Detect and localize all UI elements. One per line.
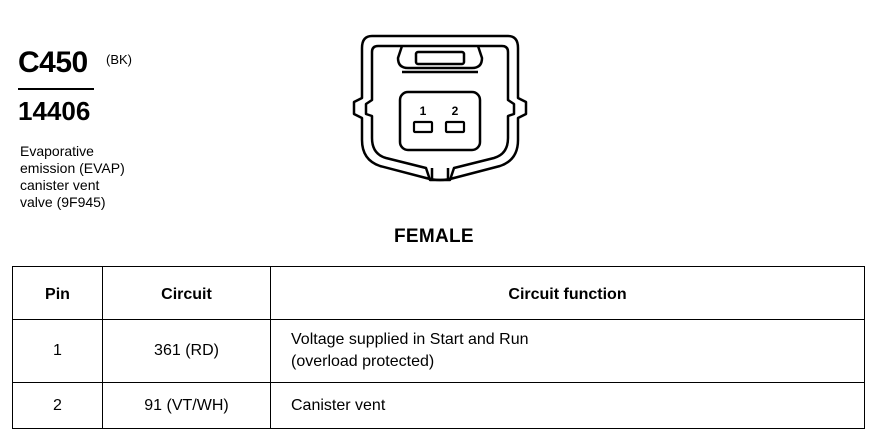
pin-cell: 2 bbox=[12, 382, 103, 429]
description-line: Evaporative bbox=[20, 143, 94, 159]
pin-1-window bbox=[412, 120, 434, 134]
header-pin: Pin bbox=[12, 266, 103, 320]
connector-id: C450 bbox=[18, 46, 88, 79]
table-header-row: Pin Circuit Circuit function bbox=[12, 266, 865, 320]
part-number: 14406 bbox=[18, 96, 91, 126]
component-description: Evaporative emission (EVAP) canister ven… bbox=[20, 143, 170, 211]
circuit-cell: 91 (VT/WH) bbox=[102, 382, 271, 429]
pin-table: Pin Circuit Circuit function 1 361 (RD) … bbox=[12, 266, 865, 429]
function-line: Canister vent bbox=[291, 396, 386, 414]
function-cell: Voltage supplied in Start and Run (overl… bbox=[270, 319, 865, 383]
pin-cell: 1 bbox=[12, 319, 103, 383]
description-line: emission (EVAP) bbox=[20, 160, 125, 176]
description-line: valve (9F945) bbox=[20, 194, 106, 210]
connector-gender-label: FEMALE bbox=[394, 226, 474, 247]
header-circuit: Circuit bbox=[102, 266, 271, 320]
circuit-cell: 361 (RD) bbox=[102, 319, 271, 383]
connector-housing-inner bbox=[364, 44, 516, 182]
polarizing-key bbox=[430, 168, 450, 180]
connector-face-drawing: 1 2 bbox=[352, 34, 528, 182]
function-line: (overload protected) bbox=[291, 353, 435, 370]
header-circuit-function: Circuit function bbox=[270, 266, 865, 320]
connector-housing-outer bbox=[352, 34, 528, 182]
function-cell: Canister vent bbox=[270, 382, 865, 429]
table-row: 2 91 (VT/WH) Canister vent bbox=[12, 382, 865, 429]
locking-tab-slot bbox=[414, 50, 466, 66]
function-line: Voltage supplied in Start and Run bbox=[291, 331, 529, 348]
description-line: canister vent bbox=[20, 177, 100, 193]
title-divider bbox=[18, 88, 94, 90]
pin-1-label: 1 bbox=[420, 104, 427, 118]
pin-2-window bbox=[444, 120, 466, 134]
table-row: 1 361 (RD) Voltage supplied in Start and… bbox=[12, 319, 865, 383]
connector-color-code: (BK) bbox=[106, 52, 132, 67]
pin-cavity bbox=[398, 90, 482, 152]
locking-tab bbox=[396, 45, 484, 70]
pin-2-label: 2 bbox=[452, 104, 459, 118]
